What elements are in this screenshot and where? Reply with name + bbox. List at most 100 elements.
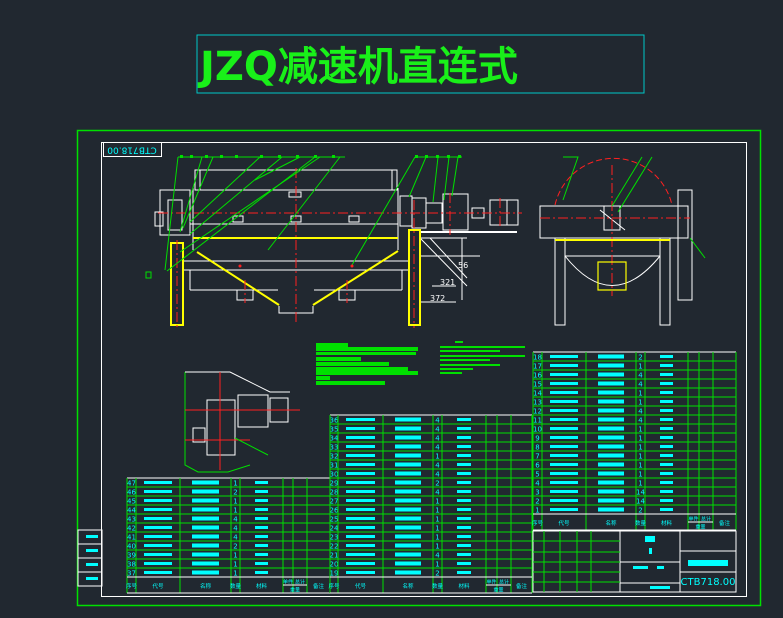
header-qty: 数量 <box>230 582 242 590</box>
quantity-cell: 1 <box>435 498 439 506</box>
item-number: 2 <box>535 498 539 506</box>
quantity-cell: 1 <box>638 480 642 488</box>
name-cell <box>192 570 219 575</box>
name-cell <box>192 534 219 539</box>
quantity-cell: 2 <box>435 480 439 488</box>
item-number: 38 <box>127 561 136 569</box>
name-cell <box>598 507 624 512</box>
header-name: 名称 <box>402 582 414 590</box>
name-cell <box>598 453 624 458</box>
item-number: 1 <box>535 507 539 515</box>
name-cell <box>598 435 624 440</box>
name-cell <box>598 480 624 485</box>
code-cell <box>550 382 578 385</box>
quantity-cell: 1 <box>435 534 439 542</box>
quantity-cell: 1 <box>638 435 642 443</box>
name-cell <box>598 399 624 404</box>
quantity-cell: 4 <box>435 489 440 497</box>
name-cell <box>395 570 421 575</box>
quantity-cell: 1 <box>638 462 642 470</box>
item-number: 24 <box>330 525 339 533</box>
material-cell <box>255 499 268 502</box>
code-cell <box>144 562 172 565</box>
quantity-cell: 1 <box>435 543 439 551</box>
item-number: 16 <box>533 372 542 380</box>
item-number: 29 <box>330 480 339 488</box>
material-cell <box>255 526 268 529</box>
item-number: 4 <box>535 480 540 488</box>
material-cell <box>660 490 673 493</box>
item-number: 18 <box>533 354 542 362</box>
quantity-cell: 2 <box>638 354 642 362</box>
front-view: 56 321 372 <box>145 155 522 328</box>
material-cell <box>457 481 471 484</box>
item-number: 6 <box>535 462 540 470</box>
name-cell <box>598 471 624 476</box>
code-cell <box>550 391 578 394</box>
material-cell <box>660 355 673 358</box>
quantity-cell: 1 <box>435 507 439 515</box>
dimension-321: 321 <box>440 278 455 287</box>
quantity-cell: 1 <box>638 399 642 407</box>
name-cell <box>395 543 421 548</box>
quantity-cell: 1 <box>233 570 237 578</box>
name-cell <box>395 462 421 467</box>
code-cell <box>346 436 375 439</box>
item-number: 12 <box>533 408 542 416</box>
header-no: 序号 <box>126 582 138 590</box>
code-cell <box>144 517 172 520</box>
name-cell <box>192 561 219 566</box>
header-weight: 重量 <box>290 587 300 594</box>
code-cell <box>550 481 578 484</box>
quantity-cell: 2 <box>638 507 642 515</box>
name-cell <box>395 444 421 449</box>
item-number: 14 <box>533 390 542 398</box>
code-cell <box>144 535 172 538</box>
code-cell <box>346 445 375 448</box>
name-cell <box>598 390 624 395</box>
name-cell <box>598 408 624 413</box>
title-box <box>196 34 645 94</box>
quantity-cell: 2 <box>233 543 237 551</box>
name-cell <box>395 507 421 512</box>
material-cell <box>660 373 673 376</box>
item-number: 41 <box>127 534 136 542</box>
item-number: 19 <box>330 570 339 578</box>
item-number: 35 <box>330 426 339 434</box>
code-cell <box>550 400 578 403</box>
code-cell <box>550 373 578 376</box>
item-number: 7 <box>535 453 539 461</box>
material-cell <box>660 418 673 421</box>
name-cell <box>192 552 219 557</box>
table-row: 29 2 <box>330 480 532 488</box>
name-cell <box>598 444 624 449</box>
material-cell <box>457 517 471 520</box>
name-cell <box>395 417 421 422</box>
code-cell <box>144 553 172 556</box>
material-cell <box>457 490 471 493</box>
material-cell <box>660 508 673 511</box>
name-cell <box>598 354 624 359</box>
item-number: 17 <box>533 363 542 371</box>
item-number: 23 <box>330 534 339 542</box>
quantity-cell: 4 <box>233 534 238 542</box>
quantity-cell: 1 <box>638 444 642 452</box>
code-cell <box>346 562 375 565</box>
